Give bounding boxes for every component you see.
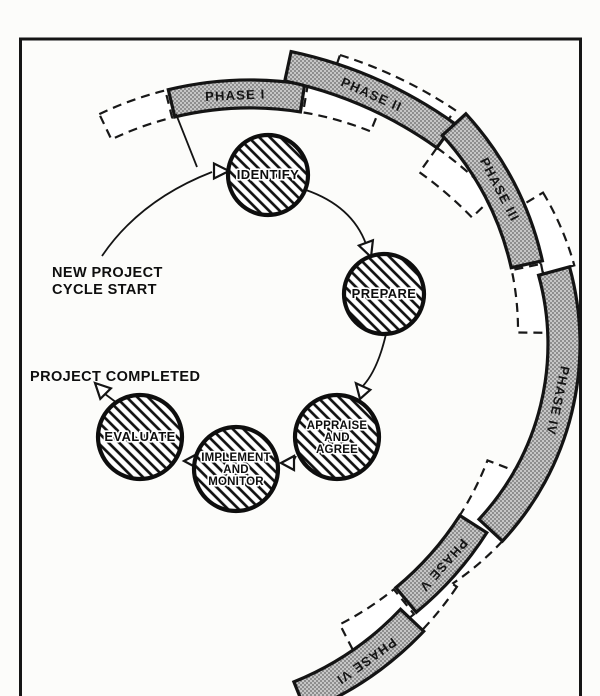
phase-4-segment [476, 264, 582, 544]
dashed-overlap-after-phase-1 [301, 83, 383, 133]
arrow-into-appraise-icon [354, 381, 373, 402]
appraise-label-line3: AGREE [316, 444, 358, 456]
stage-circle-evaluate [95, 392, 185, 482]
dashed-overlap-before-phase-1 [97, 89, 174, 141]
stage-labels: IDENTIFY PREPARE APPRAISE AND AGREE IMPL… [103, 165, 418, 489]
stage-circle-identify [225, 132, 311, 218]
phase-1-tick-line [175, 113, 198, 168]
project-completed-label: PROJECT COMPLETED [30, 369, 200, 385]
stage-circle-implement-and-monitor [191, 424, 281, 514]
implement-label-line1: IMPLEMENT [201, 452, 271, 464]
arrow-into-prepare-icon [356, 238, 375, 260]
implement-label-line2: AND [223, 464, 249, 476]
new-project-cycle-start-label-line1: NEW PROJECT [52, 265, 163, 281]
phase-5-segment [393, 513, 490, 615]
new-project-cycle-start-label-line2: CYCLE START [52, 282, 157, 298]
dashed-overlap-after-phase-2 [417, 146, 496, 219]
arrow-into-implement-icon [278, 454, 296, 472]
phase-1-segment [166, 78, 307, 119]
identify-label: IDENTIFY [237, 167, 299, 182]
stage-circle-appraise-and-agree [292, 392, 382, 482]
phase-3-segment [440, 111, 545, 270]
implement-label-line3: MONITOR [208, 476, 264, 488]
identify-to-prepare-curve [305, 189, 367, 245]
phase-ring [166, 49, 582, 696]
diagram-border [19, 37, 582, 696]
prepare-label: PREPARE [352, 286, 417, 301]
stage-circle-prepare [341, 251, 427, 337]
evaluate-label: EVALUATE [104, 429, 175, 444]
stage-circles [95, 132, 427, 514]
arrow-project-completed-icon [93, 381, 113, 401]
appraise-label-line1: APPRAISE [307, 420, 368, 432]
phase-6-segment [291, 607, 426, 696]
arrow-into-identify-icon [212, 161, 232, 181]
new-project-start-curve [101, 171, 213, 257]
appraise-label-line2: AND [324, 432, 350, 444]
phase-1-label: PHASE I [205, 86, 266, 104]
annotations: NEW PROJECT CYCLE START PROJECT COMPLETE… [30, 265, 200, 385]
